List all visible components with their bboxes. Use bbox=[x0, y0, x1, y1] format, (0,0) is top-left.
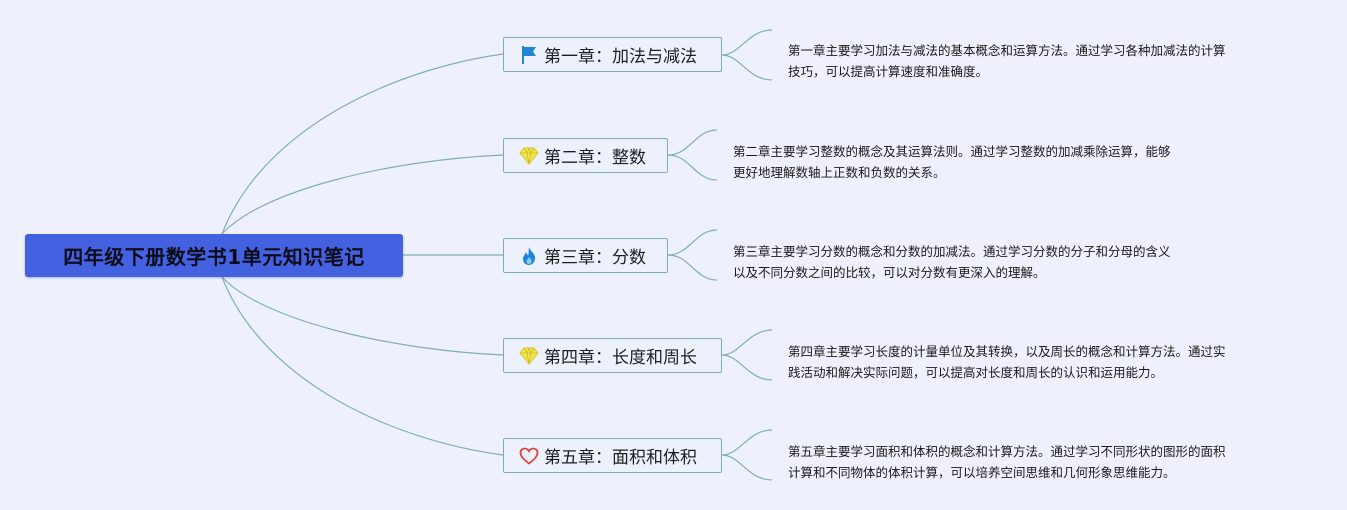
chapter-3-description-line-1: 第三章主要学习分数的概念和分数的加减法。通过学习分数的分子和分母的含义 bbox=[733, 244, 1171, 259]
chapter-2-title: 第二章：整数 bbox=[544, 148, 646, 168]
chapter-5-description-line-1: 第五章主要学习面积和体积的概念和计算方法。通过学习不同形状的图形的面积 bbox=[788, 444, 1226, 459]
chapter-4-description-line-1: 第四章主要学习长度的计量单位及其转换，以及周长的概念和计算方法。通过实 bbox=[788, 344, 1226, 359]
chapter-3-node[interactable]: 第三章：分数 bbox=[503, 238, 668, 273]
chapter-3-title: 第三章：分数 bbox=[544, 248, 646, 268]
chapter-3-description: 第三章主要学习分数的概念和分数的加减法。通过学习分数的分子和分母的含义 以及不同… bbox=[733, 241, 1171, 283]
chapter-2-description-line-2: 更好地理解数轴上正数和负数的关系。 bbox=[733, 165, 946, 180]
gem-icon bbox=[519, 146, 539, 166]
chapter-3-description-line-2: 以及不同分数之间的比较，可以对分数有更深入的理解。 bbox=[733, 265, 1046, 280]
chapter-1-description: 第一章主要学习加法与减法的基本概念和运算方法。通过学习各种加减法的计算 技巧，可… bbox=[788, 40, 1226, 82]
chapter-5-description-line-2: 计算和不同物体的体积计算，可以培养空间思维和几何形象思维能力。 bbox=[788, 465, 1176, 480]
chapter-4-description: 第四章主要学习长度的计量单位及其转换，以及周长的概念和计算方法。通过实 践活动和… bbox=[788, 341, 1226, 383]
connector-root-ch4 bbox=[221, 276, 504, 356]
chapter-1-description-line-2: 技巧，可以提高计算速度和准确度。 bbox=[788, 64, 989, 79]
chapter-2-node[interactable]: 第二章：整数 bbox=[503, 138, 668, 173]
flag-icon bbox=[519, 45, 539, 65]
chapter-1-description-line-1: 第一章主要学习加法与减法的基本概念和运算方法。通过学习各种加减法的计算 bbox=[788, 43, 1226, 58]
chapter-5-node[interactable]: 第五章：面积和体积 bbox=[503, 438, 722, 473]
chapter-4-description-line-2: 践活动和解决实际问题，可以提高对长度和周长的认识和运用能力。 bbox=[788, 365, 1164, 380]
chapter-2-description-line-1: 第二章主要学习整数的概念及其运算法则。通过学习整数的加减乘除运算，能够 bbox=[733, 144, 1171, 159]
chapter-4-node[interactable]: 第四章：长度和周长 bbox=[503, 338, 722, 373]
chapter-5-title: 第五章：面积和体积 bbox=[544, 448, 697, 468]
connector-root-ch1 bbox=[221, 53, 504, 235]
chapter-1-title: 第一章：加法与减法 bbox=[544, 47, 697, 67]
chapter-2-description: 第二章主要学习整数的概念及其运算法则。通过学习整数的加减乘除运算，能够 更好地理… bbox=[733, 141, 1171, 183]
root-topic-label: 四年级下册数学书1单元知识笔记 bbox=[63, 245, 365, 269]
chapter-5-description: 第五章主要学习面积和体积的概念和计算方法。通过学习不同形状的图形的面积 计算和不… bbox=[788, 441, 1226, 483]
connector-root-ch2 bbox=[221, 154, 504, 235]
chapter-4-title: 第四章：长度和周长 bbox=[544, 348, 697, 368]
connector-root-ch5 bbox=[221, 276, 504, 456]
heart-icon bbox=[519, 446, 539, 466]
chapter-1-node[interactable]: 第一章：加法与减法 bbox=[503, 37, 722, 72]
root-topic[interactable]: 四年级下册数学书1单元知识笔记 bbox=[25, 234, 403, 277]
gem-icon bbox=[519, 346, 539, 366]
flame-icon bbox=[519, 246, 539, 266]
